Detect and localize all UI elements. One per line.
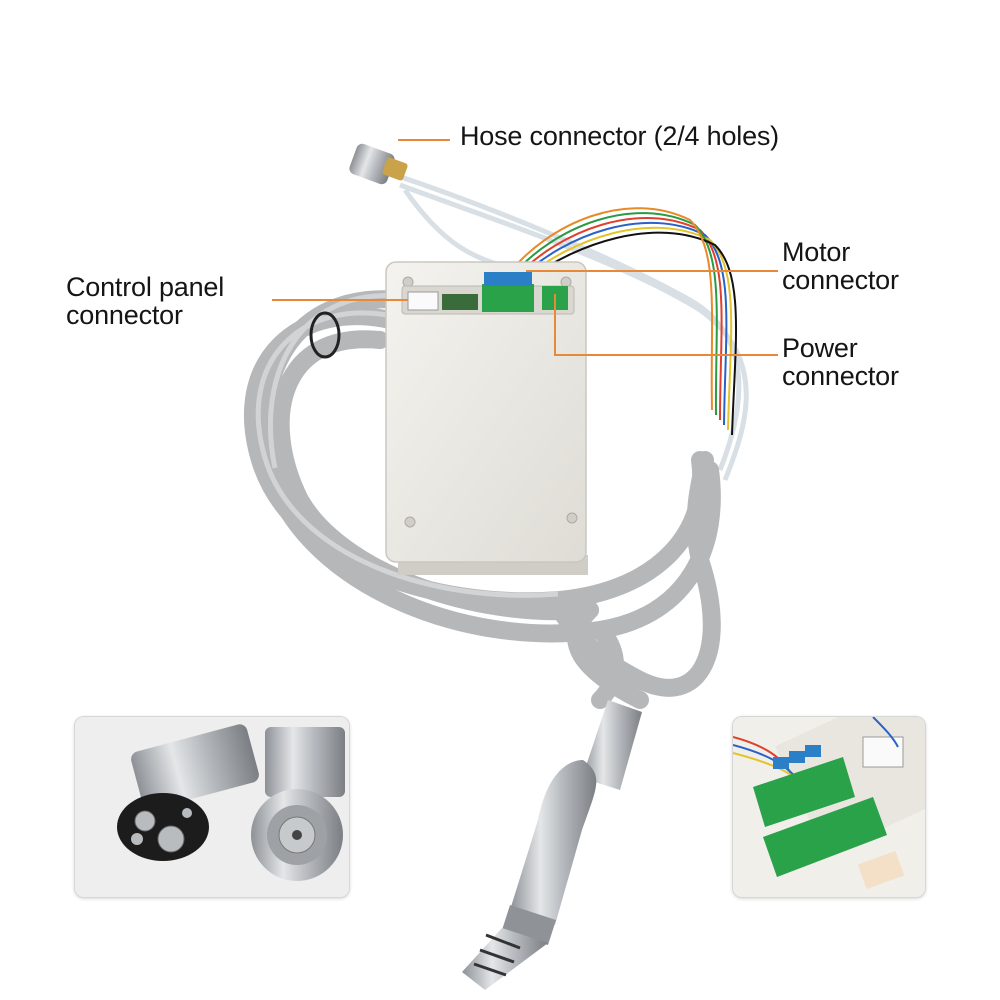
terminal-closeup-inset [732, 716, 926, 898]
motor-line1: Motor [782, 237, 851, 267]
motor-line2: connector [782, 265, 899, 295]
motor-connector-label: Motor connector [782, 238, 899, 294]
coiled-cable [244, 290, 721, 709]
handpiece [462, 700, 642, 990]
terminal-closeup-photo [733, 717, 925, 897]
power-line2: connector [782, 361, 899, 391]
control-panel-line2: connector [66, 300, 183, 330]
handpiece-cable [567, 601, 649, 709]
control-box [385, 261, 588, 575]
cable-tie [309, 311, 341, 359]
power-line1: Power [782, 333, 858, 363]
connector-closeup-photo [75, 717, 349, 897]
connector-closeup-inset [74, 716, 350, 898]
hose-connector-label: Hose connector (2/4 holes) [460, 122, 779, 150]
power-connector-label: Power connector [782, 334, 899, 390]
hose-connector-text: Hose connector (2/4 holes) [460, 121, 779, 151]
hose-connector-part [349, 143, 408, 185]
control-panel-line1: Control panel [66, 272, 225, 302]
motor-wires [504, 207, 737, 436]
control-panel-connector-label: Control panel connector [66, 273, 224, 329]
callout-lines [272, 139, 778, 356]
